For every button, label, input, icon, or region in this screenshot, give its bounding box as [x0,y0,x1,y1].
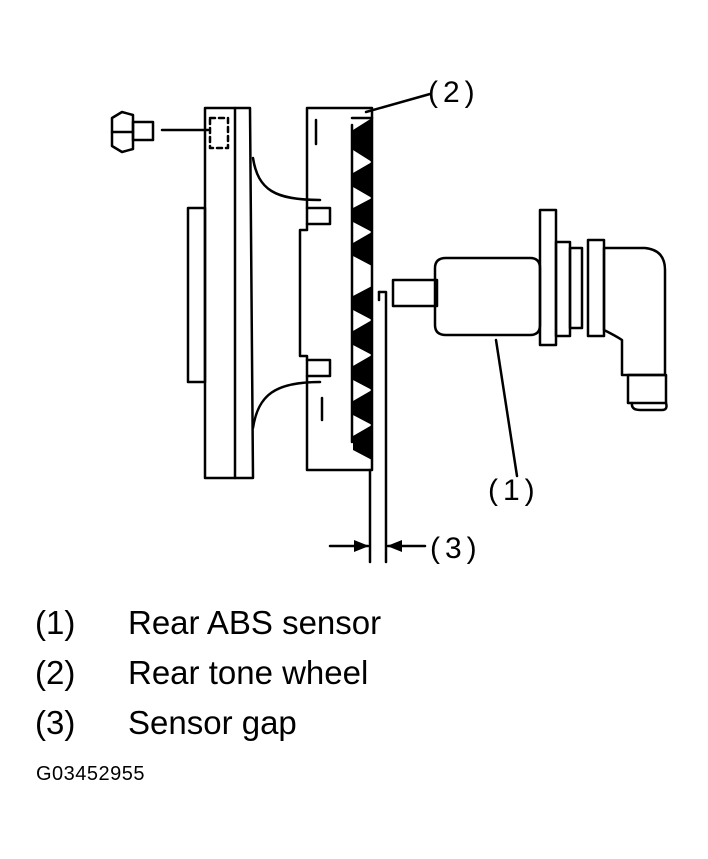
legend-number: (3) [35,704,76,741]
callout-1: (1) [488,474,540,507]
legend-number: (2) [35,654,76,691]
legend-row: (2) Rear tone wheel [35,648,381,698]
legend-number: (1) [35,604,76,641]
legend-label: Sensor gap [128,704,297,741]
legend-label: Rear tone wheel [128,654,369,691]
legend-row: (3) Sensor gap [35,698,381,748]
figure-id: G03452955 [36,763,146,785]
gap-arrowheads [354,540,402,552]
callout-2: (2) [428,76,480,109]
legend: (1) Rear ABS sensor (2) Rear tone wheel … [35,598,381,748]
bolt [110,110,210,154]
legend-label: Rear ABS sensor [128,604,382,641]
tone-wheel-teeth [353,118,372,460]
abs-sensor [391,208,668,412]
gap-reference-lines [368,290,388,564]
leader-lines [364,92,519,478]
legend-row: (1) Rear ABS sensor [35,598,381,648]
callout-3: (3) [430,532,482,565]
